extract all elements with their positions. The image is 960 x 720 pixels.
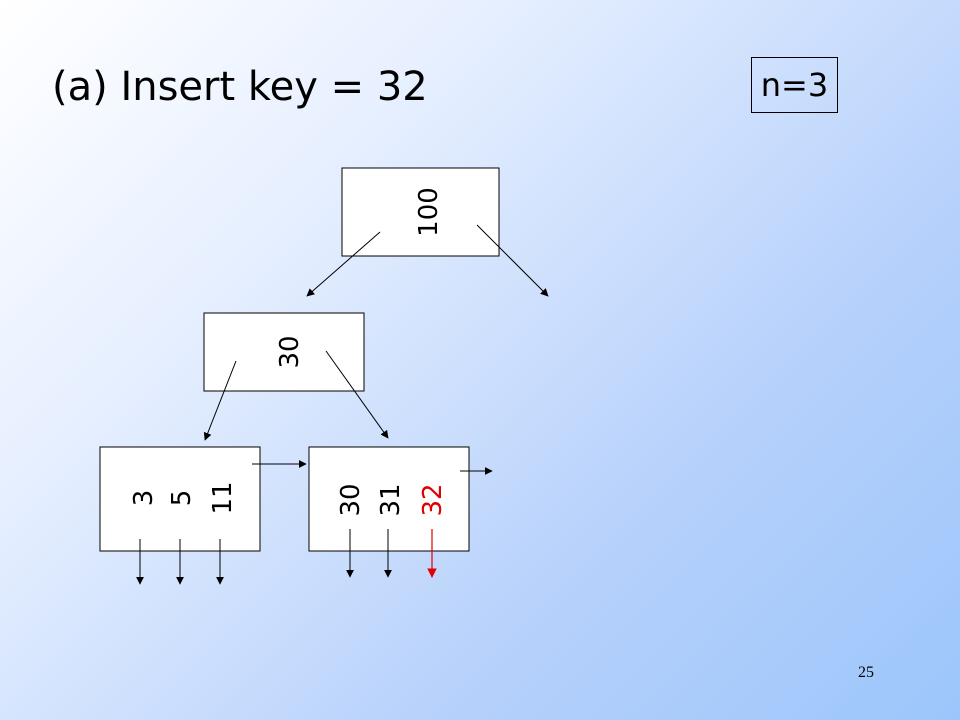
internal-right-pointer [325, 350, 389, 439]
leaf-2-key-1: 30 [336, 483, 366, 516]
page-number: 25 [858, 664, 874, 681]
root-left-pointer [306, 231, 381, 297]
leaf-2-key-2: 31 [376, 483, 406, 516]
leaf-node-2: 30 31 32 [308, 446, 470, 552]
internal-key: 30 [275, 335, 305, 368]
leaf-1-key-3: 11 [208, 481, 238, 514]
leaf-1-key-1: 3 [129, 490, 159, 507]
internal-node: 30 [203, 312, 365, 392]
root-node: 100 [341, 167, 500, 257]
leaf-1-key-2: 5 [167, 490, 197, 507]
order-label-box: n=3 [751, 57, 838, 113]
internal-left-pointer [203, 360, 237, 441]
leaf-node-1: 3 5 11 [99, 446, 261, 552]
slide-title: (a) Insert key = 32 [52, 64, 428, 110]
leaf-2-key-3-new: 32 [418, 483, 448, 516]
root-key: 100 [414, 187, 444, 237]
root-right-pointer [476, 224, 549, 297]
